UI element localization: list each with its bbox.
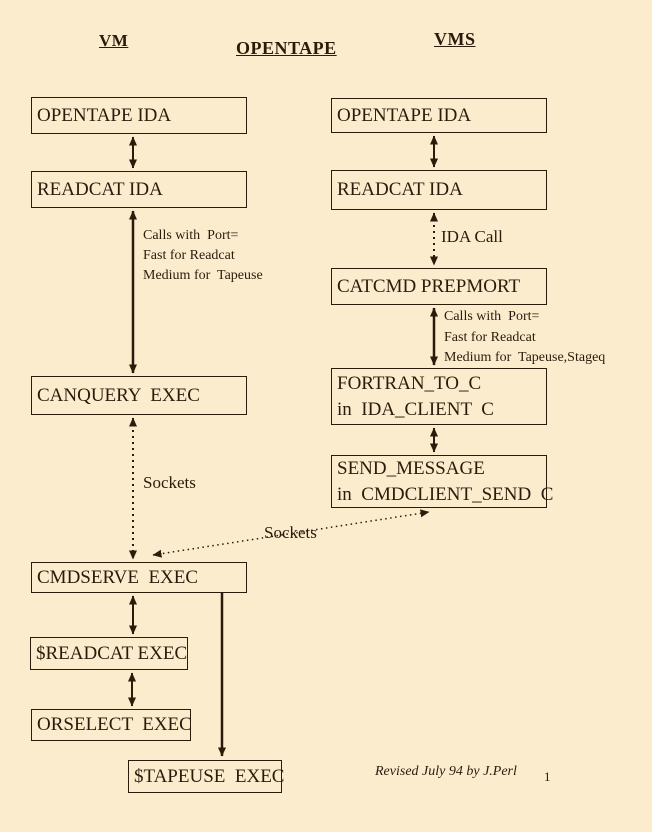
box-vm-readcat-exec: $READCAT EXEC xyxy=(30,637,188,670)
box-vm-canquery-exec: CANQUERY EXEC xyxy=(31,376,247,415)
box-label: CATCMD PREPMORT xyxy=(337,275,521,297)
vm-port-note-line1: Calls with Port= xyxy=(143,228,239,243)
vm-sockets-label: Sockets xyxy=(143,473,196,492)
box-vm-orselect-exec: ORSELECT EXEC xyxy=(31,709,192,741)
vm-port-note-line3: Medium for Tapeuse xyxy=(143,268,263,283)
vms-ida-call-label: IDA Call xyxy=(441,227,503,246)
box-vm-tapeuse-exec: $TAPEUSE EXEC xyxy=(128,760,285,793)
box-vm-opentape-ida: OPENTAPE IDA xyxy=(31,97,247,134)
box-label: READCAT IDA xyxy=(337,179,463,200)
box-label: CANQUERY EXEC xyxy=(37,384,200,406)
box-label-line2: in CMDCLIENT_SEND C xyxy=(337,483,554,505)
box-vm-cmdserve-exec: CMDSERVE EXEC xyxy=(31,562,247,593)
box-vms-catcmd-prepmort: CATCMD PREPMORT xyxy=(331,268,547,305)
box-label: ORSELECT EXEC xyxy=(37,714,192,735)
box-label-line2: in IDA_CLIENT C xyxy=(337,398,494,420)
box-vms-send-message: SEND_MESSAGE in CMDCLIENT_SEND C xyxy=(331,455,554,508)
vms-port-note-line2: Fast for Readcat xyxy=(444,330,536,345)
box-vms-opentape-ida: OPENTAPE IDA xyxy=(331,98,547,133)
vm-port-note-line2: Fast for Readcat xyxy=(143,248,235,263)
box-label-line1: SEND_MESSAGE xyxy=(337,457,485,479)
column-header-vms: VMS xyxy=(434,29,476,49)
box-label: OPENTAPE IDA xyxy=(337,104,472,126)
box-label-line1: FORTRAN_TO_C xyxy=(337,372,482,394)
box-vms-readcat-ida: READCAT IDA xyxy=(331,170,547,210)
box-label: $READCAT EXEC xyxy=(36,642,188,664)
box-label: CMDSERVE EXEC xyxy=(37,566,199,588)
box-label: OPENTAPE IDA xyxy=(37,104,172,126)
diagonal-sockets-label: Sockets xyxy=(264,523,317,542)
box-label: $TAPEUSE EXEC xyxy=(134,765,285,787)
box-vms-fortran-to-c: FORTRAN_TO_C in IDA_CLIENT C xyxy=(331,368,547,425)
vms-port-note-line3: Medium for Tapeuse,Stageq xyxy=(444,350,606,365)
column-header-vm: VM xyxy=(99,31,129,50)
box-label: READCAT IDA xyxy=(37,178,163,200)
column-header-opentape: OPENTAPE xyxy=(236,38,337,58)
vms-port-note-line1: Calls with Port= xyxy=(444,309,540,324)
box-vm-readcat-ida: READCAT IDA xyxy=(31,171,247,208)
revision-note: Revised July 94 by J.Perl xyxy=(375,764,517,779)
page-number: 1 xyxy=(544,769,551,784)
